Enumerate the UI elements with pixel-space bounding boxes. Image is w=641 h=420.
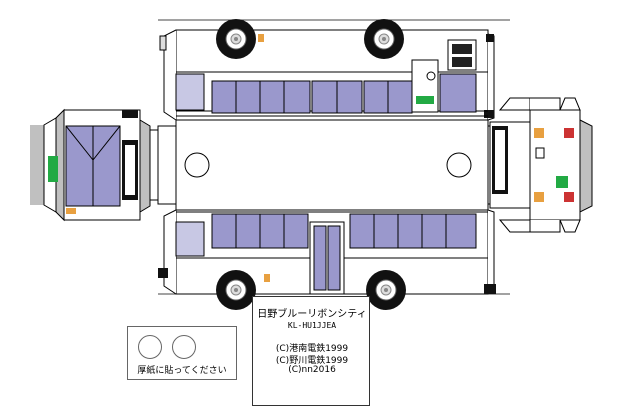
wheel-icon: [365, 269, 407, 311]
wheel-icon: [215, 269, 257, 311]
roof-panel: [157, 119, 503, 211]
headlight-icon: [66, 208, 76, 214]
paste-instruction-label: 厚紙に貼ってください: [137, 366, 227, 376]
glue-circle-icon: [172, 335, 196, 359]
credit-line: (C)野川電鉄1999: [275, 356, 349, 366]
tail-lamp-icon: [564, 128, 574, 138]
destination-sign-icon: [48, 156, 58, 182]
model-code: KL-HU1JJEA: [287, 321, 337, 330]
rear-face-panel: [489, 97, 593, 233]
glue-circle-icon: [138, 335, 162, 359]
model-credit-panel: 日野ブルーリボンシティ KL-HU1JJEA (C)港南電鉄1999 (C)野川…: [252, 296, 370, 406]
wheel-icon: [215, 18, 257, 60]
tail-lamp-icon: [564, 192, 574, 202]
wheel-icon: [363, 18, 405, 60]
front-face-panel: [30, 108, 159, 222]
credit-line: (C)港南電鉄1999: [275, 344, 349, 354]
model-name: 日野ブルーリボンシティ: [257, 309, 367, 320]
tail-lamp-icon: [534, 192, 544, 202]
side-panel-lower: [158, 209, 496, 295]
credit-line: (C)nn2016: [288, 365, 336, 375]
side-panel-upper: [159, 29, 495, 121]
side-destination-sign-icon: [416, 96, 434, 104]
vent-circle-icon: [446, 152, 472, 178]
paste-instruction-panel: 厚紙に貼ってください: [127, 326, 237, 380]
tail-lamp-icon: [534, 128, 544, 138]
vent-circle-icon: [184, 152, 210, 178]
